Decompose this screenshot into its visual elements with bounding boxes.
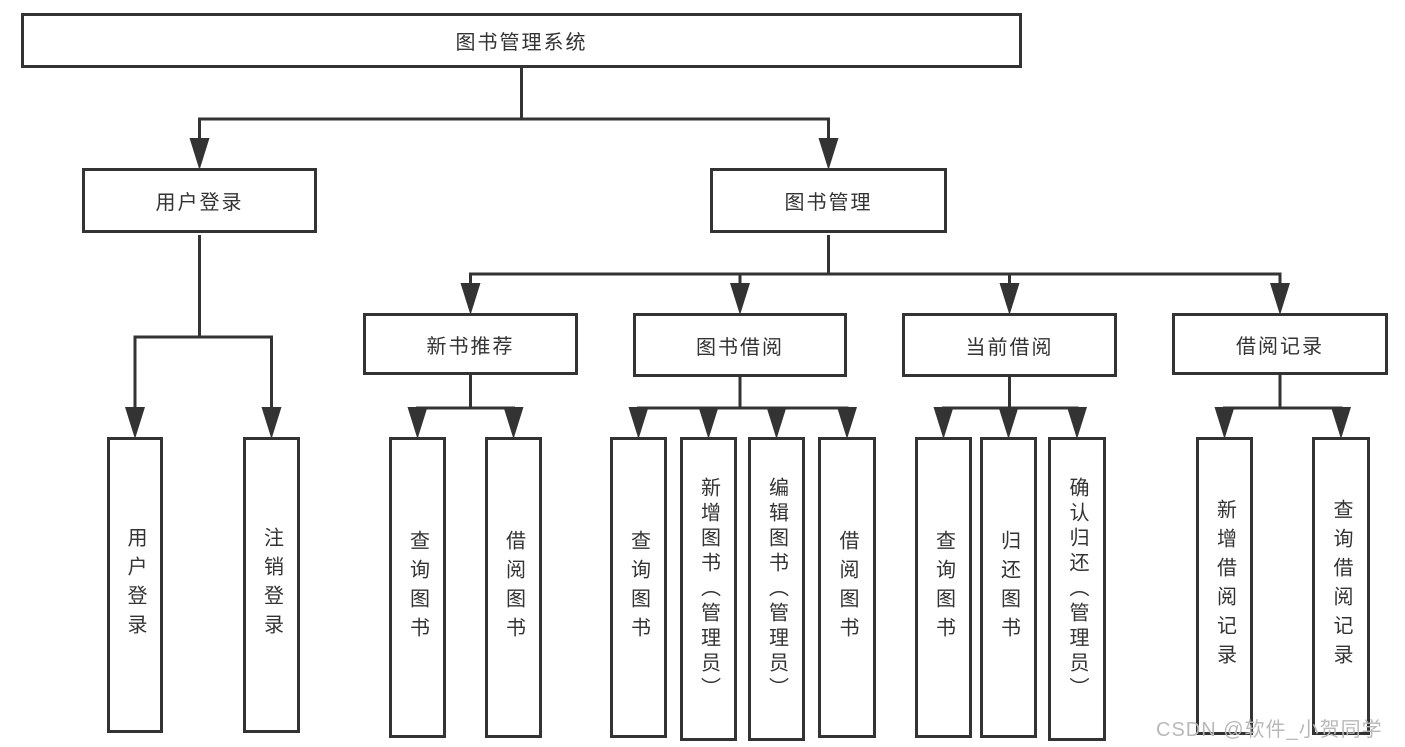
node-book-management: 图书管理 <box>710 168 947 233</box>
arrow-icon <box>460 283 481 315</box>
arrow-icon <box>628 407 649 439</box>
leaf-query-books-1: 查询图书 <box>389 437 446 738</box>
leaf-logout: 注销登录 <box>243 437 300 733</box>
node-borrow-records: 借阅记录 <box>1172 313 1388 375</box>
arrowheads <box>125 138 1351 439</box>
arrow-icon <box>1214 407 1235 439</box>
csdn-watermark: CSDN @软件_小贺同学 <box>1156 719 1383 741</box>
node-user-login: 用户登录 <box>82 168 317 233</box>
arrow-icon <box>1270 283 1290 315</box>
arrow-icon <box>999 283 1020 315</box>
arrow-icon <box>998 407 1019 439</box>
arrow-icon <box>1067 407 1087 439</box>
arrow-icon <box>189 138 210 170</box>
arrow-icon <box>818 138 839 170</box>
leaf-add-borrow-record: 新增借阅记录 <box>1196 437 1253 735</box>
node-root-system: 图书管理系统 <box>21 13 1022 68</box>
arrow-icon <box>766 407 787 439</box>
arrow-icon <box>503 407 524 439</box>
leaf-query-borrow-record: 查询借阅记录 <box>1312 437 1370 735</box>
connector-lines <box>133 68 1343 410</box>
node-new-book-recommend: 新书推荐 <box>363 313 578 375</box>
arrow-icon <box>1331 407 1351 439</box>
leaf-edit-books-admin: 编辑图书（管理员） <box>748 437 805 741</box>
arrow-icon <box>261 407 282 439</box>
leaf-borrow-books-1: 借阅图书 <box>485 437 542 738</box>
node-current-borrow: 当前借阅 <box>902 313 1117 377</box>
leaf-query-books-3: 查询图书 <box>915 437 972 738</box>
leaf-return-books: 归还图书 <box>980 437 1037 738</box>
arrow-icon <box>837 407 857 439</box>
arrow-icon <box>407 407 428 439</box>
arrow-icon <box>125 407 145 439</box>
arrow-icon <box>730 283 750 315</box>
leaf-borrow-books-2: 借阅图书 <box>818 437 876 738</box>
leaf-add-books-admin: 新增图书（管理员） <box>680 437 737 741</box>
leaf-confirm-return-admin: 确认归还（管理员） <box>1048 437 1106 741</box>
node-book-borrow: 图书借阅 <box>633 313 847 377</box>
leaf-user-login: 用户登录 <box>107 437 163 733</box>
arrow-icon <box>698 407 719 439</box>
leaf-query-books-2: 查询图书 <box>610 437 667 738</box>
arrow-icon <box>933 407 954 439</box>
